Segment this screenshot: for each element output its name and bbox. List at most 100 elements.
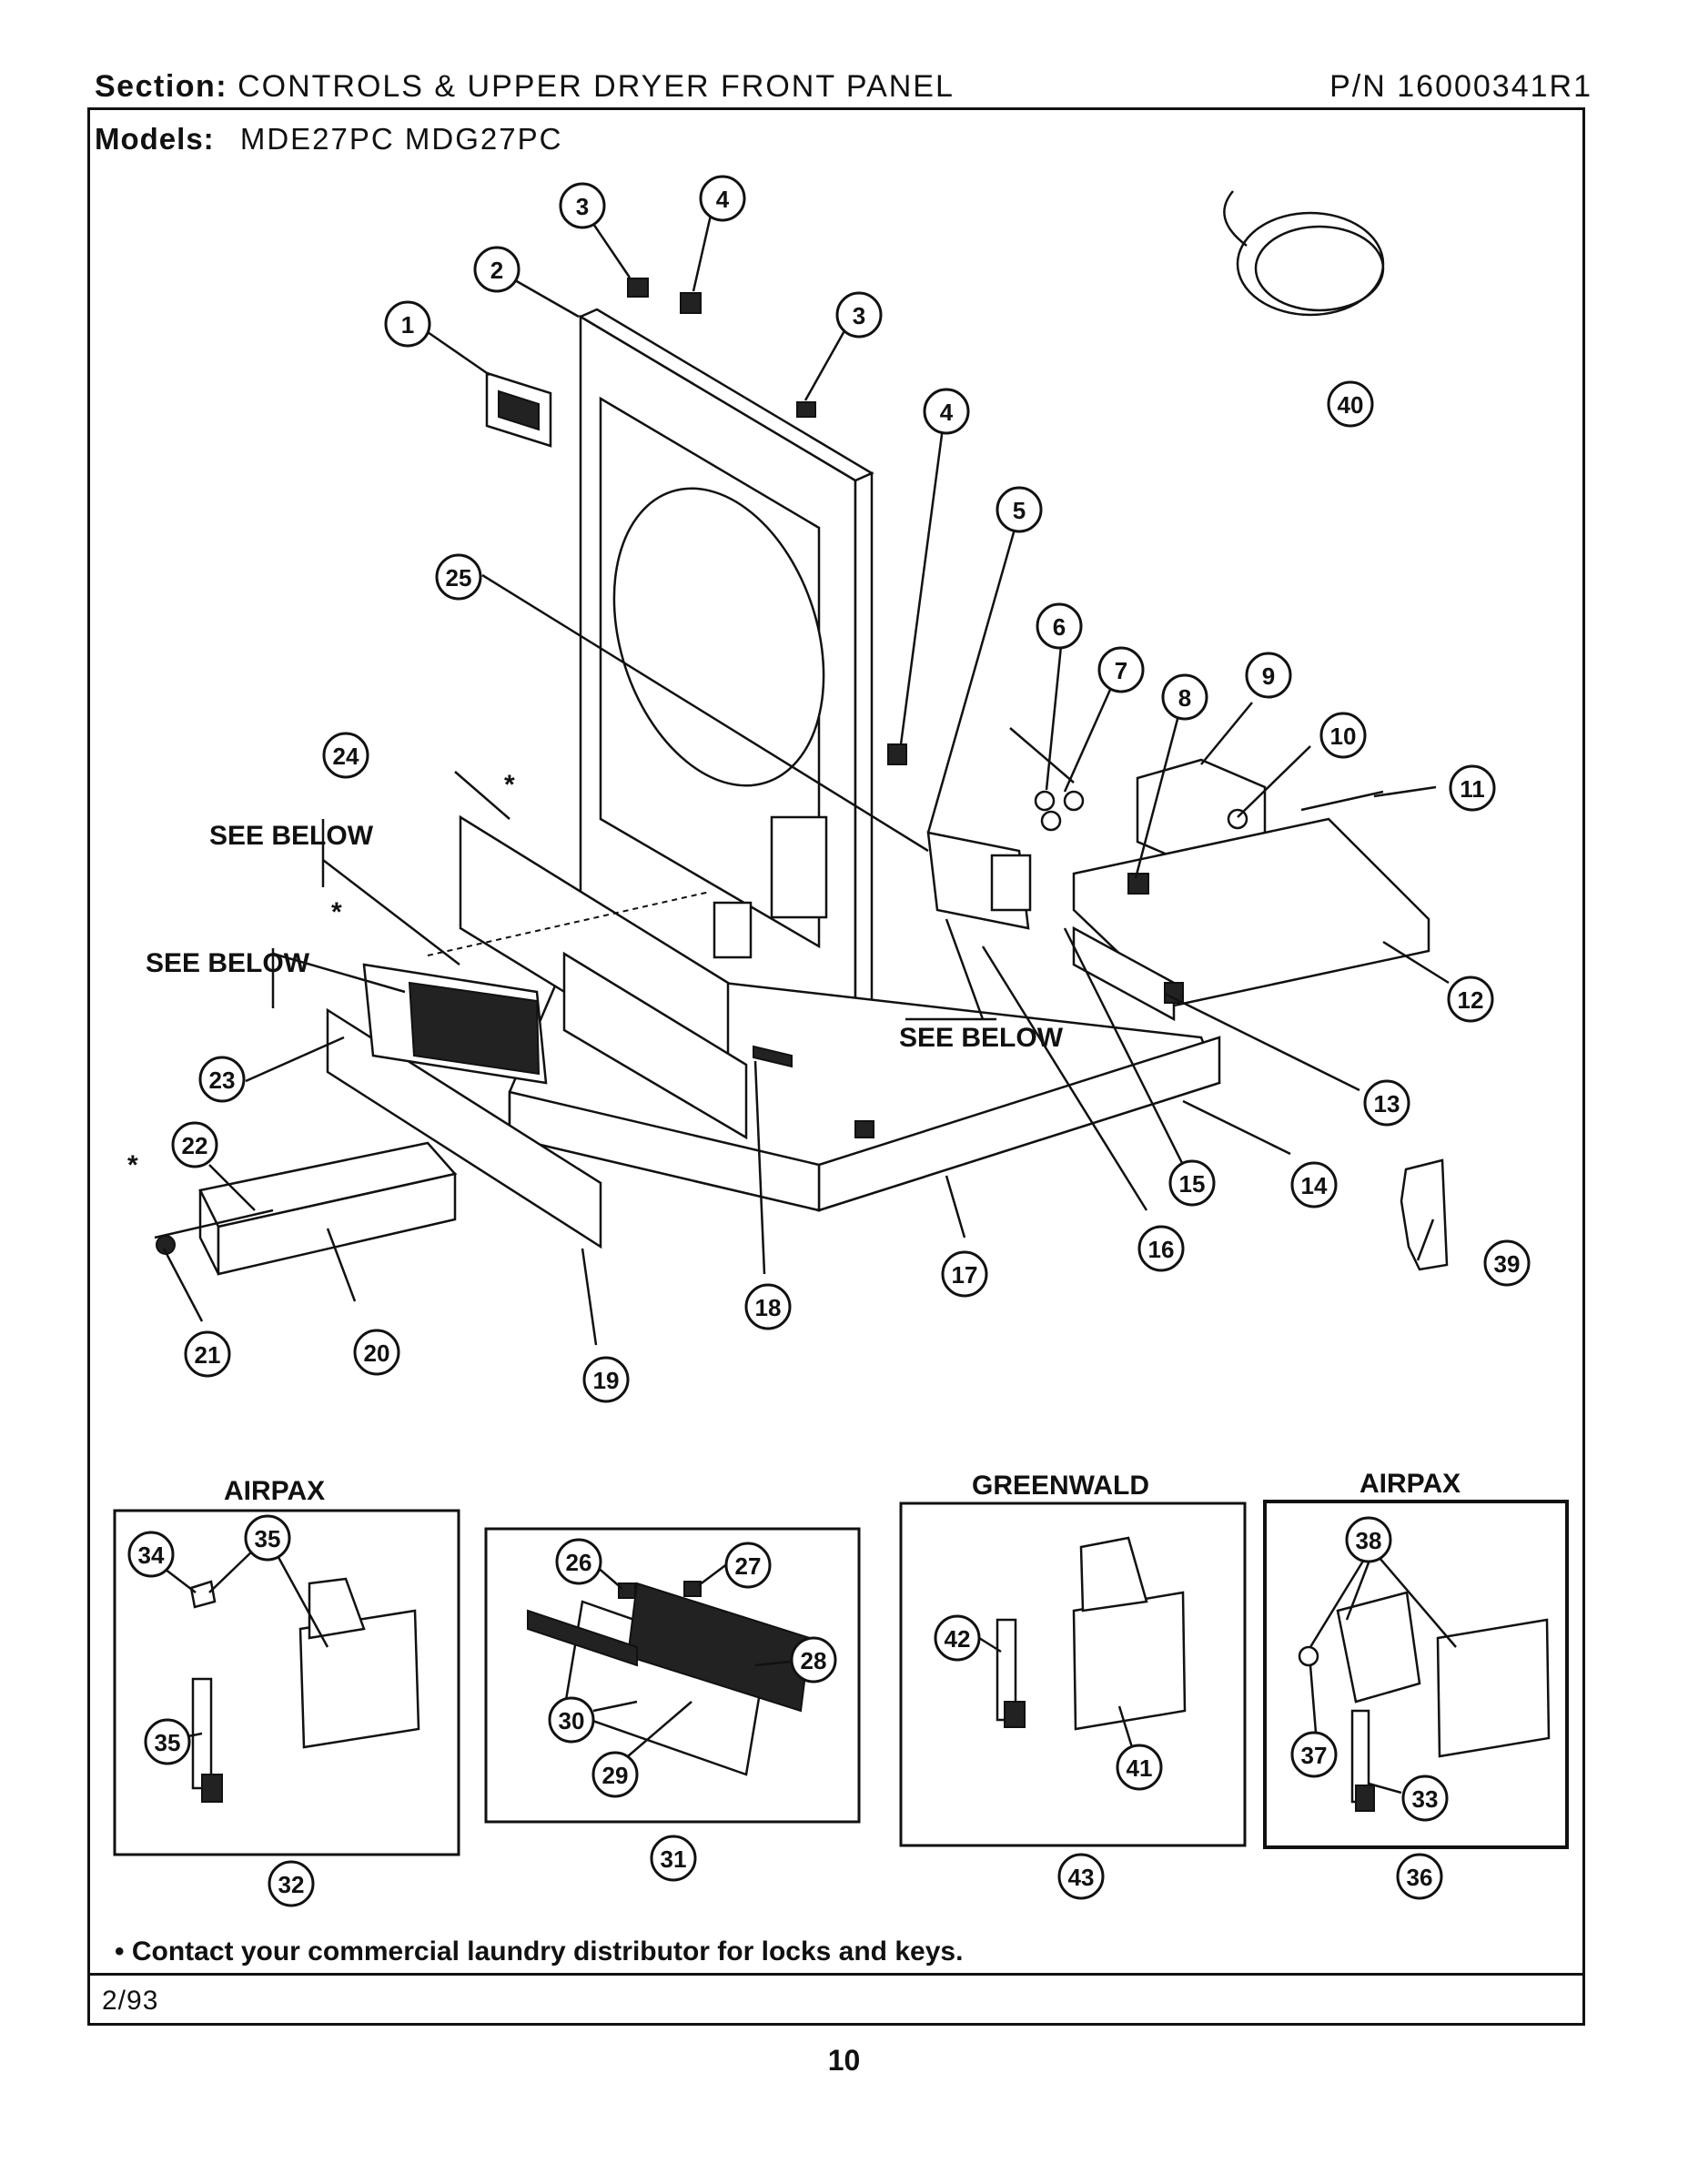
callout-39: 39 bbox=[1483, 1239, 1531, 1287]
callout-35a: 35 bbox=[244, 1514, 291, 1562]
callout-6: 6 bbox=[1036, 602, 1083, 650]
svg-text:23: 23 bbox=[209, 1067, 236, 1094]
panel-clips bbox=[627, 278, 907, 765]
rating-plate bbox=[485, 371, 552, 448]
svg-text:34: 34 bbox=[138, 1542, 165, 1569]
svg-text:35: 35 bbox=[255, 1525, 281, 1552]
svg-text:6: 6 bbox=[1053, 613, 1066, 641]
asterisk-3: * bbox=[127, 1150, 138, 1180]
callout-20: 20 bbox=[353, 1329, 400, 1376]
callout-34: 34 bbox=[127, 1531, 175, 1578]
revision-date: 2/93 bbox=[102, 1986, 159, 2016]
page-number: 10 bbox=[827, 2044, 861, 2077]
svg-text:36: 36 bbox=[1407, 1864, 1433, 1891]
wire-harness bbox=[1223, 190, 1385, 317]
svg-text:12: 12 bbox=[1458, 986, 1484, 1014]
callout-32: 32 bbox=[268, 1860, 315, 1907]
svg-text:24: 24 bbox=[333, 743, 359, 770]
callout-26: 26 bbox=[555, 1538, 602, 1585]
callout-15: 15 bbox=[1168, 1159, 1216, 1207]
bracket-parts bbox=[854, 727, 1184, 1138]
callout-17: 17 bbox=[941, 1250, 988, 1298]
inset-airpax-32: AIRPAX 34 35 35 32 bbox=[113, 1476, 460, 1907]
callout-21: 21 bbox=[184, 1330, 231, 1378]
section-title: Section: CONTROLS & UPPER DRYER FRONT PA… bbox=[95, 69, 955, 105]
callout-13: 13 bbox=[1363, 1079, 1410, 1127]
callout-31: 31 bbox=[650, 1835, 697, 1882]
svg-text:33: 33 bbox=[1412, 1785, 1439, 1813]
see-below-label-2: SEE BELOW bbox=[146, 948, 310, 978]
part-number: P/N 16000341R1 bbox=[1329, 69, 1592, 105]
section-value: CONTROLS & UPPER DRYER FRONT PANEL bbox=[238, 69, 955, 104]
callout-1: 1 bbox=[384, 300, 431, 348]
section-label: Section: bbox=[95, 69, 228, 104]
models-line: Models: MDE27PC MDG27PC bbox=[95, 122, 562, 157]
svg-text:22: 22 bbox=[182, 1132, 208, 1159]
callout-12: 12 bbox=[1447, 976, 1494, 1023]
svg-text:4: 4 bbox=[940, 399, 954, 426]
inset-greenwald-43: GREENWALD 42 41 43 bbox=[899, 1471, 1247, 1900]
door-switch bbox=[753, 1045, 793, 1068]
svg-text:25: 25 bbox=[446, 564, 472, 592]
console-panel bbox=[154, 1007, 602, 1276]
callout-16: 16 bbox=[1137, 1225, 1185, 1272]
svg-text:37: 37 bbox=[1301, 1742, 1328, 1769]
callout-41: 41 bbox=[1116, 1744, 1163, 1791]
switch-board bbox=[362, 963, 548, 1085]
callout-30: 30 bbox=[548, 1696, 595, 1744]
svg-text:20: 20 bbox=[364, 1340, 390, 1367]
svg-text:39: 39 bbox=[1494, 1250, 1521, 1278]
svg-text:17: 17 bbox=[952, 1261, 978, 1289]
callout-37: 37 bbox=[1290, 1731, 1338, 1778]
see-below-label-3: SEE BELOW bbox=[899, 1023, 1064, 1053]
callout-14: 14 bbox=[1290, 1161, 1338, 1208]
svg-text:40: 40 bbox=[1338, 391, 1364, 419]
svg-text:42: 42 bbox=[945, 1625, 971, 1653]
callout-11: 11 bbox=[1449, 764, 1496, 812]
footer-divider bbox=[87, 1973, 1585, 1976]
front-panel bbox=[578, 308, 874, 1122]
svg-text:8: 8 bbox=[1178, 684, 1191, 712]
svg-text:7: 7 bbox=[1115, 657, 1127, 684]
part-number-text: P/N 16000341R1 bbox=[1329, 69, 1592, 104]
callout-29: 29 bbox=[591, 1751, 639, 1798]
callout-42: 42 bbox=[934, 1614, 981, 1662]
callout-40: 40 bbox=[1327, 380, 1374, 428]
callout-2: 2 bbox=[473, 246, 521, 293]
callout-9: 9 bbox=[1245, 652, 1292, 699]
callout-33: 33 bbox=[1401, 1774, 1449, 1822]
callout-38: 38 bbox=[1345, 1516, 1392, 1563]
diagram-frame bbox=[87, 107, 1585, 2026]
svg-text:31: 31 bbox=[661, 1845, 687, 1873]
callout-4b: 4 bbox=[923, 388, 970, 435]
callout-5: 5 bbox=[996, 486, 1043, 533]
callout-23: 23 bbox=[198, 1056, 246, 1103]
locks-keys-note: • Contact your commercial laundry distri… bbox=[115, 1936, 964, 1967]
svg-text:27: 27 bbox=[735, 1552, 762, 1580]
svg-text:11: 11 bbox=[1460, 775, 1485, 803]
bracket-39 bbox=[1400, 1158, 1449, 1271]
see-below-labels: SEE BELOW SEE BELOW SEE BELOW * * * bbox=[127, 770, 1064, 1180]
svg-text:5: 5 bbox=[1013, 497, 1026, 524]
control-rail bbox=[459, 814, 748, 1140]
svg-text:21: 21 bbox=[195, 1341, 221, 1369]
callout-27: 27 bbox=[724, 1542, 772, 1589]
svg-text:1: 1 bbox=[401, 311, 414, 339]
inset-board-31: 26 27 28 29 30 31 bbox=[484, 1527, 861, 1882]
models-label: Models: bbox=[95, 122, 215, 156]
callout-18: 18 bbox=[744, 1283, 792, 1330]
see-below-label-1: SEE BELOW bbox=[209, 821, 374, 851]
svg-text:35: 35 bbox=[155, 1729, 181, 1756]
callout-10: 10 bbox=[1319, 712, 1367, 759]
callout-8: 8 bbox=[1161, 673, 1208, 721]
leader-lines bbox=[162, 210, 1450, 1346]
models-values: MDE27PC MDG27PC bbox=[239, 122, 563, 156]
svg-text:2: 2 bbox=[490, 257, 503, 284]
svg-text:10: 10 bbox=[1330, 723, 1357, 750]
inset-1-title: AIRPAX bbox=[224, 1476, 325, 1506]
callout-28: 28 bbox=[790, 1636, 837, 1684]
callout-36: 36 bbox=[1396, 1853, 1443, 1900]
svg-text:43: 43 bbox=[1068, 1864, 1095, 1891]
svg-text:41: 41 bbox=[1127, 1754, 1153, 1782]
